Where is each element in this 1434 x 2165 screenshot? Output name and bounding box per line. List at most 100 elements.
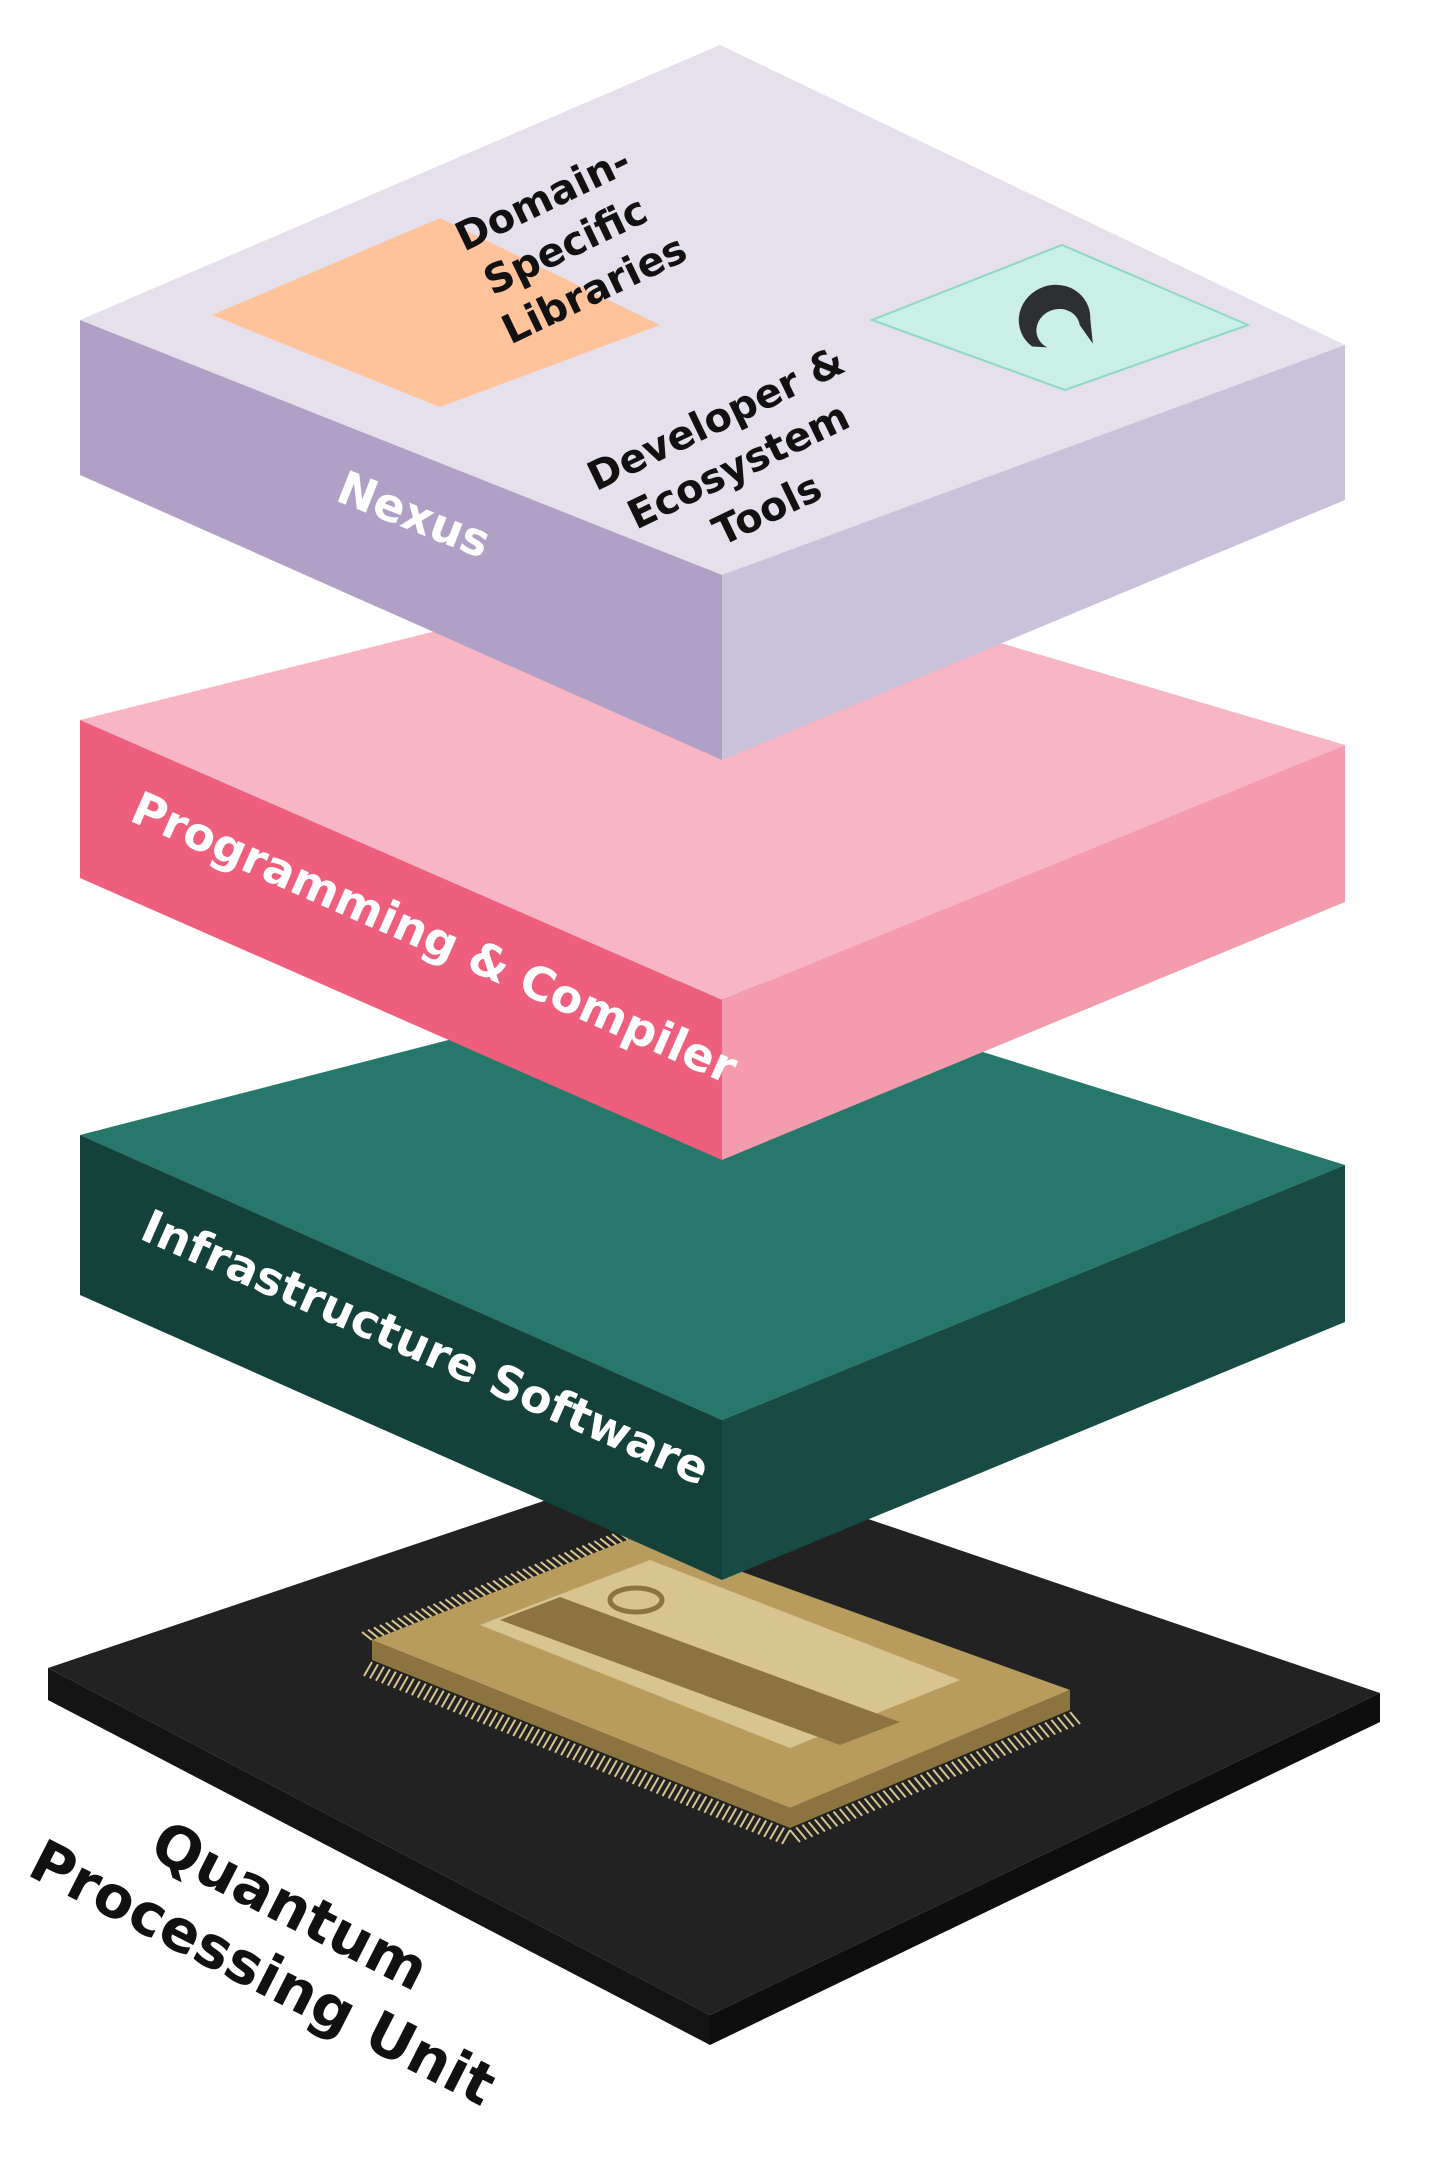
nexus-top-face <box>80 45 1345 575</box>
chip-pin <box>363 1661 373 1677</box>
chip-pin <box>727 1807 738 1823</box>
chip-pin <box>404 1678 415 1694</box>
chip-pin <box>649 1776 660 1792</box>
chip-pin <box>403 1614 415 1625</box>
chip-pin <box>578 1747 588 1763</box>
chip-pin <box>814 1818 826 1833</box>
chip-pin <box>391 1619 403 1630</box>
chip-pin <box>703 1798 714 1814</box>
chip-pin <box>697 1795 708 1811</box>
chip-pin <box>611 1533 623 1543</box>
chip-pin <box>488 1711 499 1727</box>
chip-pin <box>801 1824 814 1838</box>
chip-pin <box>492 1579 504 1590</box>
chip-pin <box>373 1626 385 1637</box>
chip-pin <box>452 1697 463 1713</box>
chip-pin <box>807 1821 820 1835</box>
chip-pin <box>450 1596 462 1606</box>
chip-pin <box>361 1631 373 1641</box>
chip-pin <box>605 1535 617 1546</box>
chip-pin <box>554 1738 564 1754</box>
chip-pin <box>422 1685 433 1701</box>
chip-pin <box>504 1575 516 1585</box>
chip-pin <box>409 1612 421 1623</box>
chip-pin <box>518 1723 529 1739</box>
nexus-layer: Nexus Domain- Specific Libraries Develop… <box>80 45 1345 760</box>
chip-pin <box>462 1591 474 1602</box>
chip-pin <box>619 1764 630 1780</box>
qpu-right-face <box>710 1693 1380 2045</box>
chip-pin <box>480 1584 492 1595</box>
chip-pin <box>545 1558 558 1569</box>
chip-pin <box>410 1680 421 1696</box>
qpu-left-face <box>48 1668 710 2045</box>
chip-pin <box>661 1781 672 1797</box>
chip-pin <box>414 1610 427 1620</box>
chip-ring <box>607 1585 665 1615</box>
chip-strip <box>500 1597 900 1745</box>
chip-pin <box>446 1695 457 1711</box>
chip-pin <box>563 1551 576 1562</box>
chip-pin <box>542 1733 553 1749</box>
chip-pin <box>524 1726 535 1742</box>
programming-right-face <box>722 745 1345 1160</box>
chip-pin <box>685 1791 696 1807</box>
chip-pin <box>599 1537 611 1548</box>
infrastructure-right-face <box>722 1165 1345 1580</box>
chip-pin <box>870 1795 882 1809</box>
chip-pin <box>593 1540 605 1550</box>
chip-pin <box>691 1793 702 1809</box>
chip-pin <box>458 1699 469 1715</box>
nexus-right-face <box>722 345 1345 760</box>
chip-pin <box>882 1790 895 1804</box>
chip-pin <box>775 1827 785 1843</box>
chip-pin <box>456 1593 468 1604</box>
chip-pin <box>845 1805 857 1820</box>
chip-pin <box>596 1755 606 1771</box>
chip-pin <box>470 1704 481 1720</box>
chip-pin <box>560 1740 570 1756</box>
chip-pin <box>387 1671 397 1687</box>
qpu-layer: Quantum Processing Unit <box>19 1455 1380 2119</box>
chip-pin <box>506 1719 517 1735</box>
chip-edge <box>372 1640 790 1828</box>
chip-pin <box>607 1759 618 1775</box>
chip-pin <box>426 1605 439 1616</box>
chip-pins <box>361 1526 1081 1845</box>
chip-pin <box>938 1766 951 1780</box>
chip-pin <box>901 1782 913 1796</box>
chip-pin <box>857 1800 870 1814</box>
chip-pin <box>397 1617 409 1627</box>
chip-pin <box>851 1803 863 1817</box>
chip-pin <box>932 1769 944 1783</box>
chip-pin <box>876 1792 888 1806</box>
chip-pin <box>548 1735 558 1751</box>
infrastructure-left-face <box>80 1135 722 1580</box>
chip-pin <box>557 1554 570 1564</box>
chip-pin <box>957 1758 969 1772</box>
chip-pin <box>751 1817 762 1833</box>
chip-pin <box>476 1707 487 1723</box>
chip-pin <box>434 1690 445 1706</box>
chip-pin <box>926 1771 938 1785</box>
chip-pin <box>715 1803 726 1819</box>
chip-pin <box>1038 1724 1050 1738</box>
programming-top-face <box>80 560 1345 1000</box>
chip-pin <box>575 1547 588 1557</box>
chip-pin <box>673 1786 684 1802</box>
chip-pin <box>781 1829 791 1845</box>
chip-pin <box>763 1822 773 1838</box>
chip-pin <box>512 1721 523 1737</box>
infrastructure-top-face <box>80 970 1345 1420</box>
chip-pin <box>601 1757 612 1773</box>
chip-pin <box>379 1624 391 1634</box>
libraries-panel <box>212 218 660 407</box>
chip-pin <box>1031 1727 1044 1741</box>
chip-pin <box>1007 1737 1019 1751</box>
chip-pin <box>516 1570 528 1581</box>
chip-pin <box>572 1745 582 1761</box>
chip-pin <box>739 1812 750 1828</box>
chip-pin <box>907 1779 919 1793</box>
chip-pin <box>438 1600 451 1611</box>
